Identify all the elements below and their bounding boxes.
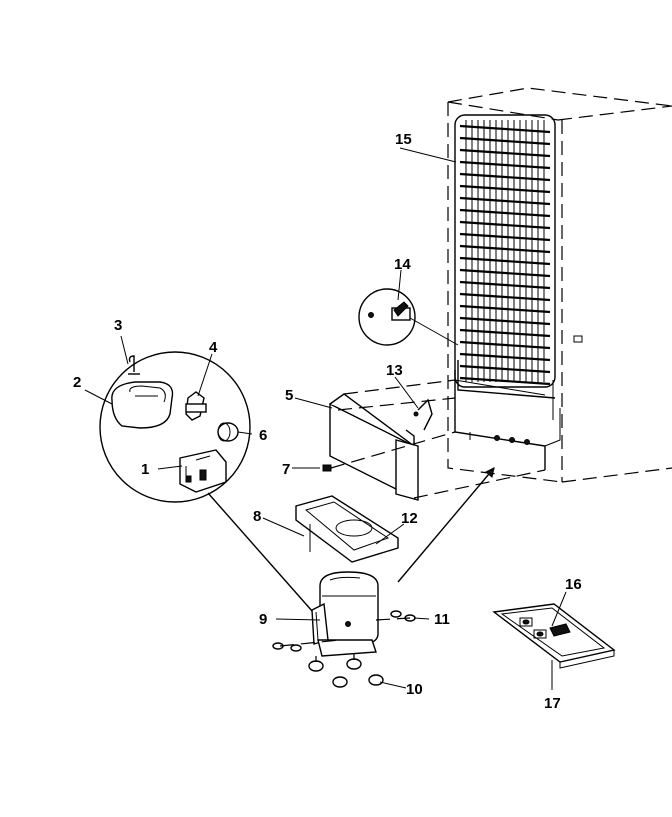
drain-pan <box>295 495 399 563</box>
compressor <box>311 571 379 657</box>
coil-tube <box>459 256 551 266</box>
coil-tube <box>459 304 551 314</box>
label-part-16: 16 <box>565 576 582 593</box>
label-part-11: 11 <box>434 611 450 628</box>
label-part-14: 14 <box>394 256 411 273</box>
assembly-arrow <box>397 467 495 583</box>
leader-lines <box>84 147 567 690</box>
part-labels: 1 2 3 4 5 6 7 8 9 10 11 12 13 14 15 16 1… <box>73 131 582 712</box>
label-part-13: 13 <box>386 362 403 379</box>
coil-tube <box>459 328 551 338</box>
part-14-callout <box>358 288 459 346</box>
coil-tube <box>459 184 551 194</box>
coil-tube <box>459 196 551 206</box>
label-part-7: 7 <box>282 461 290 478</box>
label-part-5: 5 <box>285 387 293 404</box>
coil-tube <box>459 124 551 134</box>
coil-tube <box>459 280 551 290</box>
label-part-15: 15 <box>395 131 412 148</box>
wire-tie <box>413 398 433 431</box>
coil-tube <box>459 232 551 242</box>
label-part-17: 17 <box>544 695 561 712</box>
label-part-9: 9 <box>259 611 267 628</box>
label-part-4: 4 <box>209 339 218 356</box>
coil-tube <box>459 244 551 254</box>
coil-tube <box>459 316 551 326</box>
label-part-1: 1 <box>141 461 149 478</box>
label-part-2: 2 <box>73 374 81 391</box>
label-part-3: 3 <box>114 317 122 334</box>
coil-tube <box>459 208 551 218</box>
connector-line <box>207 492 321 621</box>
coil-tube <box>459 268 551 278</box>
label-part-12: 12 <box>401 510 418 527</box>
coil-tube <box>459 136 551 146</box>
rear-base-section <box>454 370 561 470</box>
coil-tube <box>459 292 551 302</box>
mounting-grommets <box>272 610 416 688</box>
cabinet-outline <box>447 87 672 483</box>
coil-tube <box>459 340 551 350</box>
condenser-coil <box>454 114 583 420</box>
coil-tube <box>459 364 551 374</box>
coil-tube <box>459 376 551 386</box>
label-part-10: 10 <box>406 681 423 698</box>
coil-tube <box>459 352 551 362</box>
electrical-parts-callout <box>99 351 251 503</box>
coil-tube <box>459 160 551 170</box>
compressor-mount-panel <box>329 379 546 501</box>
coil-tube <box>459 220 551 230</box>
coil-tube <box>459 148 551 158</box>
screw <box>322 431 456 472</box>
coil-tube <box>459 172 551 182</box>
label-part-6: 6 <box>259 427 267 444</box>
label-part-8: 8 <box>253 508 261 525</box>
drip-tray <box>492 603 616 669</box>
